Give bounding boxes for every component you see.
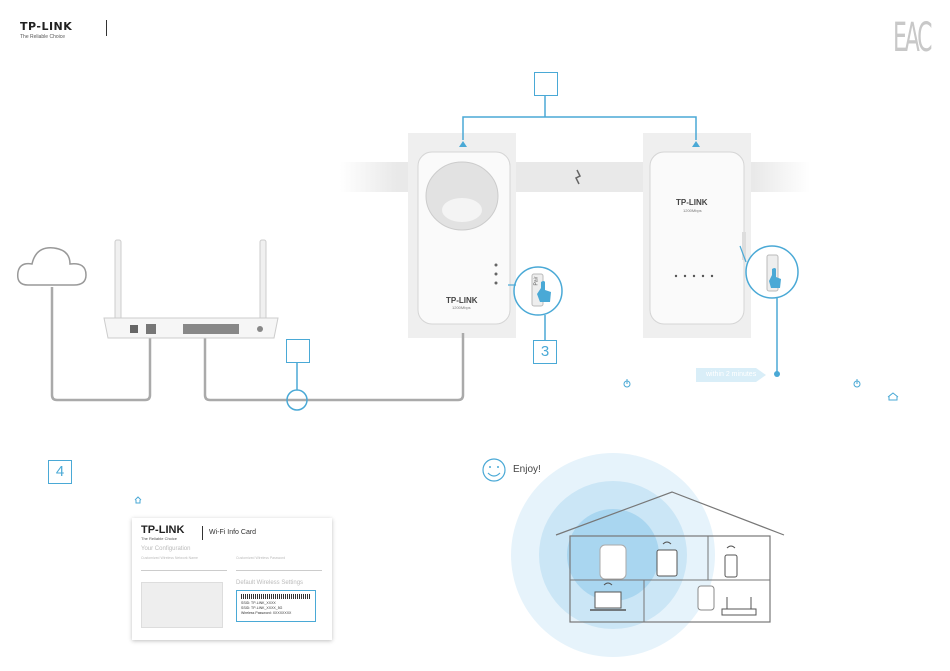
right-adapter-brand: TP-LINK xyxy=(676,198,708,207)
smiley-icon xyxy=(482,458,506,482)
step-3-box: 3 xyxy=(533,340,557,364)
label-sticker xyxy=(141,582,223,628)
card-divider xyxy=(202,526,203,540)
step-box-left xyxy=(286,339,310,363)
enjoy-label: Enjoy! xyxy=(513,464,541,475)
default-heading: Default Wireless Settings xyxy=(236,580,304,586)
router-port xyxy=(130,325,138,333)
home-icon-small xyxy=(134,496,142,504)
plug-adapter-icon xyxy=(697,585,715,611)
card-tagline: The Reliable Choice xyxy=(141,536,178,541)
within-time-label: within 2 minutes xyxy=(706,371,757,378)
right-adapter-model: 1200Mbps xyxy=(683,208,702,213)
tablet-icon xyxy=(656,549,678,577)
router-wan-port xyxy=(146,324,156,334)
cloud-icon xyxy=(16,247,87,286)
ssid-line-2: SSID: TP-LINK_XXXX_5G xyxy=(241,606,283,610)
pair-bracket xyxy=(462,116,697,140)
card-brand: TP-LINK xyxy=(141,524,185,536)
wireless-password: Wireless Password: XXXXXXXX xyxy=(241,611,292,615)
pair-label: Pair xyxy=(533,276,540,286)
arrow-right-icon xyxy=(692,141,700,147)
extender-device xyxy=(599,544,627,580)
wifi-icon xyxy=(662,541,672,545)
wifi-info-card: TP-LINK The Reliable Choice Wi-Fi Info C… xyxy=(132,518,332,640)
ssid-line-1: SSID: TP-LINK_XXXX xyxy=(241,601,276,605)
powerline-icon xyxy=(574,169,582,185)
hand-pointer-icon xyxy=(537,281,551,302)
wifi-icon-3 xyxy=(603,582,613,586)
phone-icon xyxy=(724,554,738,578)
router-lan-ports xyxy=(183,324,239,334)
laptop-icon xyxy=(594,591,622,609)
cable-cloud-router xyxy=(50,287,152,402)
card-title: Wi-Fi Info Card xyxy=(209,529,257,536)
brand-tagline: The Reliable Choice xyxy=(20,34,66,40)
network-name-label: Customized Wireless Network Name xyxy=(141,556,198,560)
hand-pointer-icon-right xyxy=(769,268,781,288)
wifi-icon-2 xyxy=(726,545,736,549)
brand-name: TP-LINK xyxy=(20,20,73,33)
barcode xyxy=(241,594,311,599)
config-heading: Your Configuration xyxy=(141,546,191,552)
password-label: Customized Wireless Password xyxy=(236,556,286,560)
router-power-port xyxy=(257,326,263,332)
tp-link-logo: TP-LINK The Reliable Choice xyxy=(20,20,72,40)
name-underline xyxy=(141,570,227,571)
house-outline xyxy=(555,491,785,536)
logo-divider xyxy=(106,20,107,36)
home-icon xyxy=(887,392,899,401)
right-adapter-body xyxy=(649,151,745,325)
within-arrow xyxy=(696,368,766,382)
ssid-box: SSID: TP-LINK_XXXX SSID: TP-LINK_XXXX_5G… xyxy=(236,590,316,622)
left-adapter-brand: TP-LINK xyxy=(446,296,478,305)
cable-router-adapter xyxy=(203,333,465,402)
arrow-left-icon xyxy=(459,141,467,147)
router-icon-small xyxy=(721,608,757,616)
router-antenna-right xyxy=(259,239,267,321)
left-adapter-model: 1200Mbps xyxy=(452,305,471,310)
pw-underline xyxy=(236,570,322,571)
router-antenna-left xyxy=(114,239,122,321)
house-body xyxy=(569,535,771,623)
step-4-box: 4 xyxy=(48,460,72,484)
eac-cert-mark: EAC xyxy=(893,15,933,61)
step-box-top xyxy=(534,72,558,96)
